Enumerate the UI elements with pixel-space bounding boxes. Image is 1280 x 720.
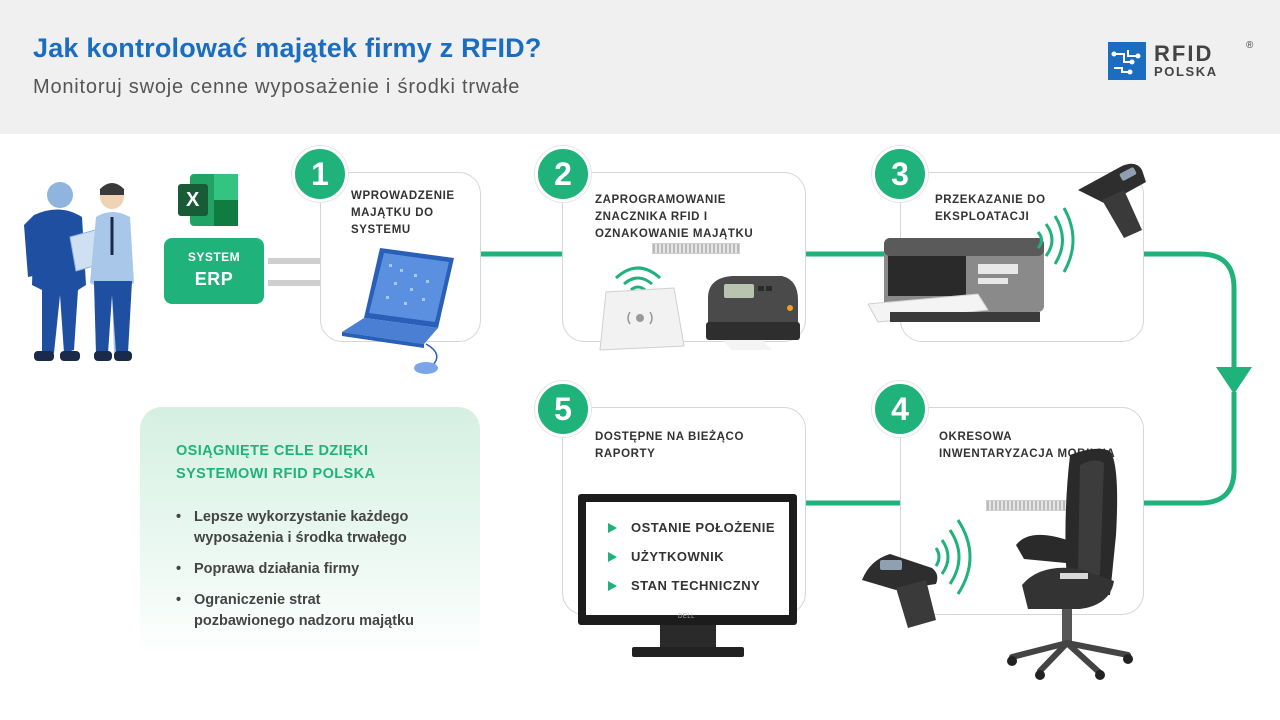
excel-letter: X [186, 189, 200, 211]
report-item-label: OSTANIE POŁOŻENIE [631, 520, 776, 535]
play-triangle-icon [608, 552, 617, 562]
step-5-label: DOSTĘPNE NA BIEŻĄCO RAPORTY [595, 431, 744, 460]
report-item-condition: STAN TECHNICZNY [603, 576, 775, 605]
logo-registered-mark: ® [1246, 40, 1254, 51]
rfid-tag-icon [652, 243, 740, 254]
label-printer-illustration [706, 276, 800, 350]
handheld-scanner-icon [1078, 163, 1146, 238]
logo-subtext: POLSKA [1154, 64, 1218, 79]
report-item-label: STAN TECHNICZNY [631, 578, 761, 593]
goal-item: Ograniczenie strat pozbawionego nadzoru … [176, 590, 476, 632]
step-4-badge: 4 [872, 381, 928, 437]
erp-system-box: SYSTEM ERP [164, 238, 264, 304]
goal-item-line1: Poprawa działania firmy [194, 561, 360, 577]
logo-text: RFID [1154, 41, 1214, 66]
header-band: Jak kontrolować majątek firmy z RFID? Mo… [0, 0, 1280, 134]
goal-item: Poprawa działania firmy [176, 559, 476, 580]
erp-line2: ERP [194, 269, 234, 289]
report-item-user: UŻYTKOWNIK [603, 547, 775, 576]
step-2-badge: 2 [535, 146, 591, 202]
goal-item-line2: wyposażenia i środka trwałego [194, 530, 407, 546]
rfid-reader-illustration [599, 266, 685, 351]
goal-item: Lepsze wykorzystanie każdego wyposażenia… [176, 507, 476, 549]
office-printer-illustration [868, 238, 1044, 323]
goals-title-line2: SYSTEMOWI RFID POLSKA [176, 466, 376, 482]
handheld-scanner-icon-step4 [862, 554, 938, 628]
wireless-waves-icon [1036, 207, 1075, 273]
goal-item-line2: pozbawionego nadzoru majątku [194, 613, 414, 629]
rfid-polska-logo: RFID ® POLSKA [1108, 40, 1253, 82]
excel-icon: X [176, 172, 240, 228]
monitor-base [632, 647, 744, 657]
goal-item-line1: Ograniczenie strat [194, 592, 321, 608]
play-triangle-icon [608, 523, 617, 533]
people-illustration [24, 182, 134, 361]
page-subtitle: Monitoruj swoje cenne wyposażenie i środ… [33, 76, 521, 98]
monitor-report-list: OSTANIE POŁOŻENIE UŻYTKOWNIK STAN TECHNI… [603, 518, 775, 605]
goals-list: Lepsze wykorzystanie każdego wyposażenia… [176, 507, 476, 642]
erp-line1: SYSTEM [187, 250, 241, 264]
step-3-label: PRZEKAZANIE DO EKSPLOATACJI [935, 194, 1046, 223]
play-triangle-icon [608, 581, 617, 591]
wireless-waves-icon-step4 [934, 519, 972, 595]
step-1-badge: 1 [292, 146, 348, 202]
report-item-location: OSTANIE POŁOŻENIE [603, 518, 775, 547]
goals-title: OSIĄGNIĘTE CELE DZIĘKI SYSTEMOWI RFID PO… [176, 440, 375, 486]
goal-item-line1: Lepsze wykorzystanie każdego [194, 509, 409, 525]
laptop-illustration [342, 248, 454, 374]
step-2-label: ZAPROGRAMOWANIE ZNACZNIKA RFID I OZNAKOW… [595, 194, 754, 240]
circuit-logo-icon [1108, 42, 1146, 80]
report-item-label: UŻYTKOWNIK [631, 549, 725, 564]
office-chair-illustration [1007, 448, 1133, 680]
monitor-brand: DELL [678, 614, 696, 620]
monitor-illustration: DELL [578, 494, 797, 625]
goals-panel: OSIĄGNIĘTE CELE DZIĘKI SYSTEMOWI RFID PO… [140, 407, 480, 657]
monitor-stand [660, 625, 716, 649]
monitor-screen [586, 502, 789, 615]
step-3-badge: 3 [872, 146, 928, 202]
goals-title-line1: OSIĄGNIĘTE CELE DZIĘKI [176, 443, 369, 459]
step-5-badge: 5 [535, 381, 591, 437]
step-1-label: WPROWADZENIE MAJĄTKU DO SYSTEMU [351, 190, 455, 236]
page-title: Jak kontrolować majątek firmy z RFID? [33, 33, 542, 63]
